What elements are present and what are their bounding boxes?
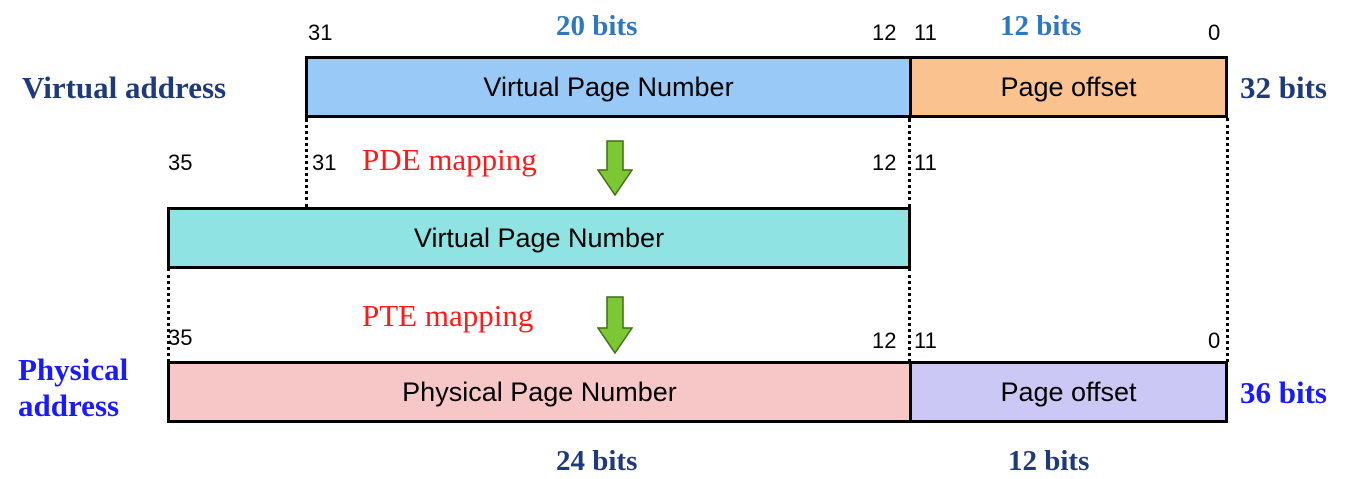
pte-mapping-label: PTE mapping (362, 298, 534, 333)
guide-bit35-mid (167, 268, 170, 362)
physical-ppn-field: Physical Page Number (167, 361, 912, 423)
physical-title-line1: Physical (18, 352, 129, 387)
guide-bit12-top (908, 118, 911, 208)
mid-vpn-field: Virtual Page Number (167, 207, 911, 269)
guide-bit12-mid (908, 268, 911, 362)
pde-bit-12-label: 12 (872, 150, 897, 175)
pde-bit-11-label: 11 (914, 150, 937, 175)
guide-bit31-top (305, 118, 308, 208)
pde-bit-35-label: 35 (168, 150, 193, 175)
physical-address-title: Physical address (18, 352, 128, 424)
bottom-width-24-bits: 24 bits (556, 445, 638, 477)
top-width-12-bits: 12 bits (1000, 10, 1082, 42)
pte-bit-11-label: 11 (914, 328, 937, 353)
guide-bit0-top (1226, 118, 1229, 362)
virtual-offset-label: Page offset (1000, 71, 1137, 102)
top-bit-31-label: 31 (308, 20, 333, 45)
physical-size-label: 36 bits (1240, 375, 1327, 410)
pte-bit-12-label: 12 (872, 328, 897, 353)
pde-bit-31-label: 31 (312, 150, 337, 175)
physical-title-line2: address (18, 388, 120, 423)
physical-ppn-label: Physical Page Number (402, 376, 677, 407)
mid-vpn-label: Virtual Page Number (413, 222, 665, 253)
pte-bit-35-label: 35 (168, 325, 193, 350)
top-bit-12-label: 12 (872, 20, 897, 45)
bottom-width-12-bits: 12 bits (1008, 445, 1090, 477)
pde-arrow-icon (596, 140, 634, 197)
virtual-size-label: 32 bits (1240, 70, 1327, 105)
virtual-offset-field: Page offset (909, 56, 1228, 118)
virtual-vpn-label: Virtual Page Number (483, 71, 734, 102)
virtual-address-title: Virtual address (22, 70, 227, 105)
virtual-vpn-field: Virtual Page Number (305, 56, 912, 118)
pte-bit-0-label: 0 (1208, 328, 1221, 353)
top-bit-0-label: 0 (1208, 20, 1221, 45)
pde-mapping-label: PDE mapping (362, 142, 537, 177)
top-width-20-bits: 20 bits (556, 10, 638, 42)
pte-arrow-icon (596, 296, 634, 355)
physical-offset-label: Page offset (1000, 376, 1137, 407)
physical-offset-field: Page offset (909, 361, 1228, 423)
top-bit-11-label: 11 (914, 20, 937, 45)
